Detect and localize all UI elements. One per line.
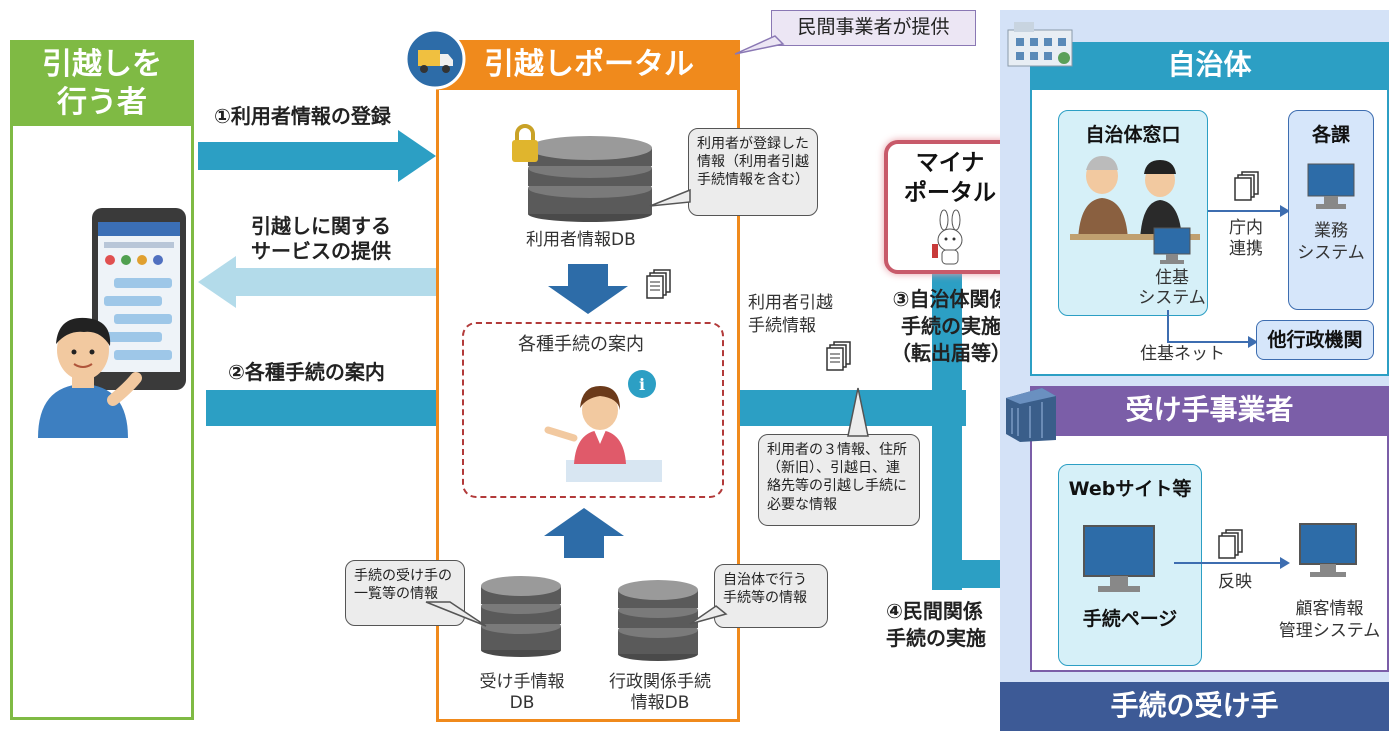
juki-computer-icon	[1153, 227, 1191, 264]
depts-box	[1288, 110, 1374, 310]
dept-link-label-line1: 庁内	[1229, 218, 1263, 238]
mover-title-line1: 引越しを	[42, 47, 162, 82]
recipient-db-label-line2: DB	[509, 693, 535, 714]
user-db-note: 利用者が登録した情報（利用者引越手続情報を含む）	[688, 128, 818, 216]
admin-db-label: 行政関係手続 情報DB	[590, 672, 730, 715]
reflect-label: 反映	[1218, 572, 1252, 592]
dept-system-label-line1: 業務	[1314, 221, 1348, 241]
truck-icon	[404, 28, 466, 90]
guide-label: ②各種手続の案内	[228, 360, 385, 384]
receptionist-icon: i	[544, 370, 662, 482]
reflect-arrow	[1174, 557, 1290, 569]
info-document-icon	[826, 341, 851, 371]
trunk-line	[932, 270, 962, 590]
smartphone-icon	[92, 208, 186, 390]
admin-db-icon	[618, 580, 698, 661]
city-hall-icon	[1007, 22, 1073, 67]
municipal-window-box	[1058, 110, 1208, 316]
dept-link-label-line2: 連携	[1229, 239, 1263, 260]
mover-title-line2: 行う者	[57, 85, 147, 120]
municipal-label-line2: 手続の実施	[901, 314, 1001, 338]
up-arrow	[544, 508, 624, 558]
myna-title-line2: ポータル	[904, 180, 996, 206]
info-note-pointer	[847, 387, 869, 437]
admin-db-label-line2: 情報DB	[630, 693, 690, 714]
dept-system-label-line2: システム	[1297, 243, 1365, 264]
municipality-title: 自治体	[1030, 42, 1389, 90]
crm-label-line1: 顧客情報	[1295, 599, 1364, 619]
private-label: ④民間関係 手続の実施	[886, 598, 986, 652]
juki-label-line1: 住基	[1155, 268, 1189, 288]
private-label-line1: ④民間関係	[886, 599, 983, 623]
dept-link-arrow	[1208, 205, 1290, 217]
admin-db-label-line1: 行政関係手続	[609, 672, 711, 692]
crm-label: 顧客情報 管理システム	[1270, 598, 1389, 642]
reflect-document-icon	[1218, 529, 1243, 559]
juki-net-arrow	[1167, 310, 1258, 348]
guide-box	[462, 322, 724, 498]
crm-label-line2: 管理システム	[1278, 621, 1381, 642]
info-note: 利用者の３情報、住所（新旧）、引越日、連絡先等の引越し手続に必要な情報	[758, 434, 920, 526]
receivers-footer: 手続の受け手	[1000, 682, 1389, 731]
admin-note: 自治体で行う手続等の情報	[714, 564, 828, 628]
user-db-note-pointer	[649, 188, 691, 207]
register-label: ①利用者情報の登録	[214, 104, 391, 128]
crm-computer-icon	[1299, 523, 1357, 577]
municipal-label-line1: ③自治体関係	[892, 287, 1010, 311]
private-label-line2: 手続の実施	[886, 626, 986, 650]
service-label: 引越しに関する サービスの提供	[226, 214, 416, 264]
provider-note-pointer	[734, 35, 785, 55]
service-label-line1: 引越しに関する	[251, 214, 391, 238]
recipient-db-icon	[481, 576, 561, 657]
info-label: 利用者引越 手続情報	[748, 292, 833, 338]
juki-label: 住基 システム	[1120, 268, 1224, 309]
website-computer-icon	[1083, 525, 1155, 592]
service-label-line2: サービスの提供	[251, 239, 391, 263]
portal-title-box	[436, 40, 740, 90]
depts-title: 各課	[1311, 124, 1350, 146]
info-label-line2: 手続情報	[748, 315, 816, 336]
user-db-label: 利用者情報DB	[526, 230, 636, 250]
user-db-icon	[528, 136, 652, 222]
dept-system-label: 業務 システム	[1288, 220, 1374, 264]
office-building-icon	[1006, 388, 1056, 442]
recipient-db-label-line1: 受け手情報	[479, 672, 565, 692]
dept-computer-icon	[1307, 163, 1355, 209]
down-arrow	[548, 264, 628, 314]
recipient-db-label: 受け手情報 DB	[452, 672, 592, 715]
mover-title-box: 引越しを 行う者	[10, 40, 194, 126]
info-label-line1: 利用者引越	[748, 293, 833, 313]
recipient-note: 手続の受け手の一覧等の情報	[345, 560, 465, 626]
lock-icon	[512, 124, 538, 162]
dept-document-icon	[1234, 171, 1259, 201]
municipal-label-line3: （転出届等）	[891, 341, 1011, 365]
other-agencies-box: 他行政機関	[1256, 320, 1374, 360]
service-arrow	[198, 256, 436, 308]
juki-label-line2: システム	[1138, 288, 1206, 309]
person-icon	[38, 317, 142, 438]
municipal-window-title: 自治体窓口	[1085, 124, 1181, 146]
proc-page-label: 手続ページ	[1082, 608, 1178, 630]
myna-title-line1: マイナ	[915, 150, 985, 176]
recipient-note-pointer	[425, 601, 487, 627]
guide-box-title: 各種手続の案内	[518, 334, 644, 355]
municipal-label: ③自治体関係 手続の実施 （転出届等）	[876, 286, 1026, 367]
rabbit-mascot-icon	[932, 209, 963, 265]
register-arrow	[198, 130, 436, 182]
dept-link-label: 庁内 連携	[1216, 218, 1276, 261]
juki-net-label: 住基ネット	[1140, 344, 1225, 364]
admin-note-pointer	[689, 605, 728, 625]
myna-title: マイナ ポータル	[884, 148, 1016, 208]
svg-text:i: i	[639, 375, 645, 394]
receiver-title: 受け手事業者	[1030, 386, 1389, 436]
website-title: Webサイト等	[1068, 478, 1192, 500]
document-icon	[646, 269, 671, 299]
portal-title: 引越しポータル	[484, 47, 694, 82]
provider-note: 民間事業者が提供	[771, 10, 976, 46]
